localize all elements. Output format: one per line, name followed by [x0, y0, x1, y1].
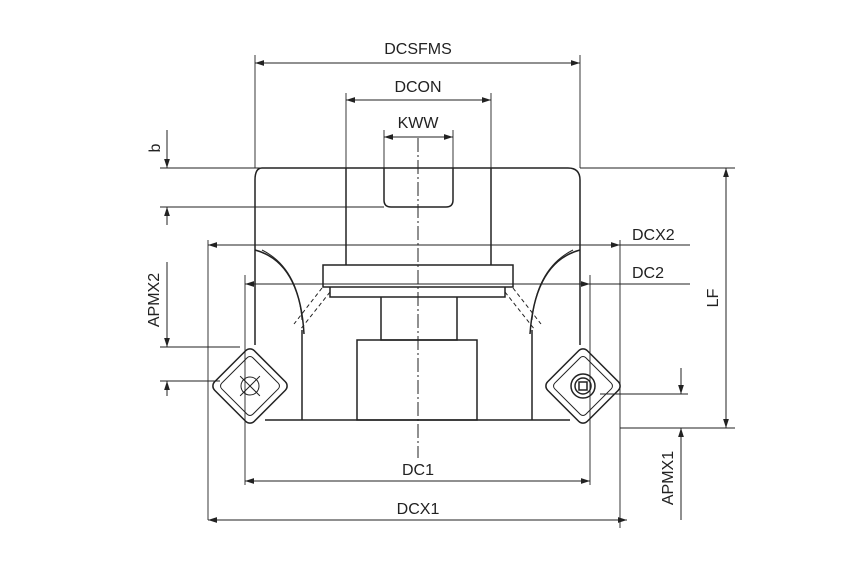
- screw-shank: [380, 297, 458, 341]
- dim-dc1: DC1: [245, 462, 590, 484]
- insert-left: [212, 348, 288, 424]
- label-dc1: DC1: [402, 462, 434, 479]
- cutter-body: [254, 167, 581, 421]
- label-dcx1: DCX1: [397, 501, 440, 518]
- dim-lf: LF: [580, 167, 735, 429]
- label-dc2: DC2: [632, 265, 664, 282]
- label-apmx1: APMX1: [660, 451, 677, 505]
- coolant-hole-right: [504, 287, 542, 331]
- label-apmx2: APMX2: [146, 273, 163, 327]
- screw-head: [356, 339, 478, 421]
- chip-pocket-left-inner: [261, 249, 303, 321]
- dim-kww: KWW: [383, 115, 454, 168]
- coolant-hole-left: [293, 287, 331, 331]
- label-lf: LF: [705, 288, 722, 307]
- label-dcon: DCON: [394, 79, 441, 96]
- dim-dcon: DCON: [345, 79, 492, 168]
- label-kww: KWW: [398, 115, 440, 132]
- insert-right-screw: [570, 373, 596, 399]
- chip-pocket-left: [254, 249, 305, 335]
- dim-dc2: DC2: [244, 265, 690, 485]
- dim-dcx1: DCX1: [208, 345, 627, 528]
- label-b: b: [147, 143, 164, 152]
- dim-b: b: [147, 130, 384, 225]
- dim-apmx2: APMX2: [146, 262, 240, 396]
- insert-right-inner: [553, 356, 613, 416]
- insert-right: [545, 348, 621, 424]
- insert-right-body: [545, 348, 621, 424]
- dim-apmx1: APMX1: [600, 368, 688, 520]
- label-dcx2: DCX2: [632, 227, 675, 244]
- insert-left-inner: [220, 356, 280, 416]
- chip-pocket-right-inner: [531, 249, 574, 321]
- dim-dcsfms: DCSFMS: [254, 41, 581, 168]
- label-dcsfms: DCSFMS: [384, 41, 452, 58]
- dim-dcx2: DCX2: [207, 227, 690, 520]
